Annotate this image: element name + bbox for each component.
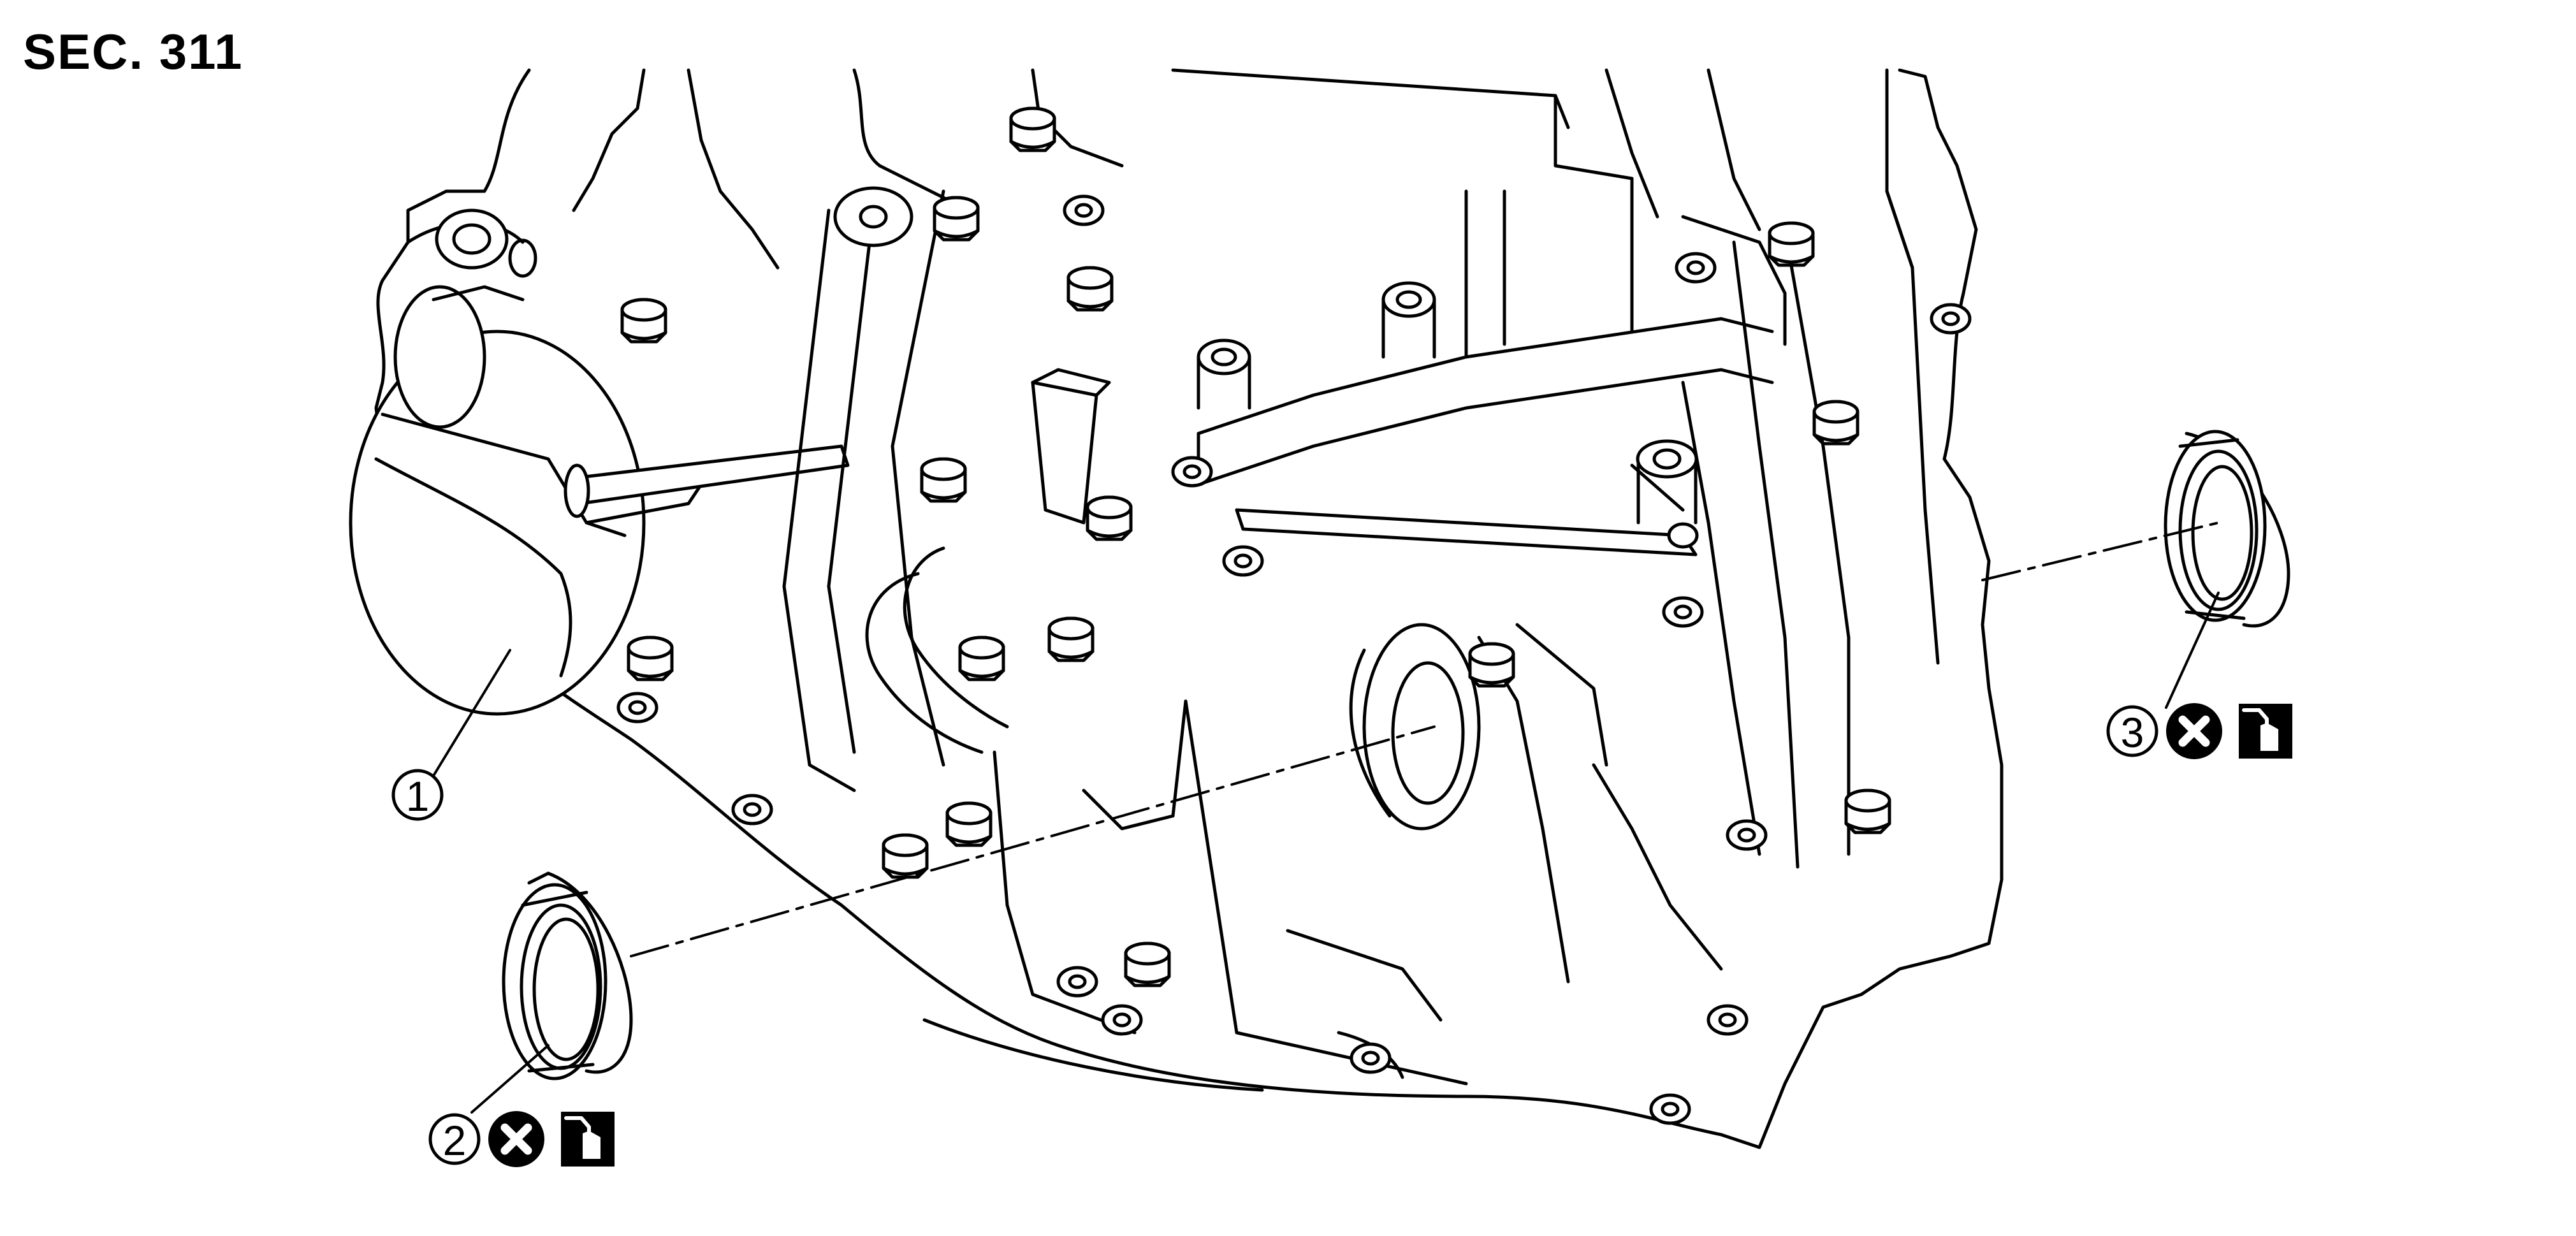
callout-3-number: 3 (2121, 709, 2144, 756)
callout-2: 2 (428, 1111, 615, 1167)
do-not-reuse-icon (2166, 703, 2222, 759)
do-not-reuse-icon (488, 1111, 544, 1167)
centerlines (630, 521, 2220, 957)
callout-1-number: 1 (406, 773, 430, 820)
callout-1: 1 (391, 769, 444, 821)
section-label: SEC. 311 (23, 24, 244, 80)
leader-lines (427, 592, 2220, 1114)
oil-can-icon (561, 1112, 615, 1167)
callout-3: 3 (2106, 703, 2292, 759)
oil-can-icon (2239, 704, 2292, 759)
transaxle-case (349, 68, 2004, 1149)
oil-seal-right (2164, 430, 2290, 628)
callout-2-number: 2 (443, 1117, 467, 1164)
oil-seal-left (502, 871, 633, 1080)
